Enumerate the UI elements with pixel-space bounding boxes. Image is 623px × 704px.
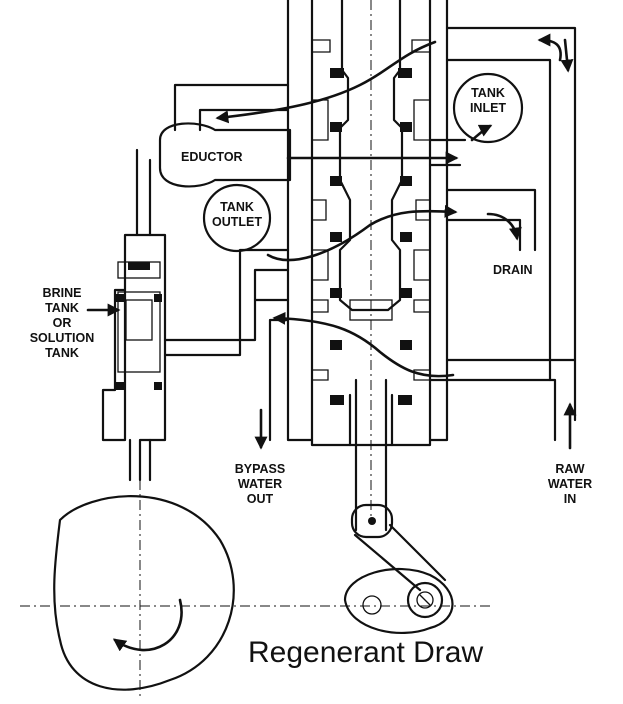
label-bypass-line3: OUT bbox=[247, 492, 274, 506]
flow-arrows bbox=[215, 33, 577, 450]
label-bypass-line2: WATER bbox=[238, 477, 282, 491]
caption: Regenerant Draw bbox=[248, 636, 483, 669]
label-drain: DRAIN bbox=[493, 263, 533, 277]
label-tank-inlet-line2: INLET bbox=[470, 101, 506, 115]
labels: EDUCTOR TANK INLET TANK OUTLET DRAIN BRI… bbox=[30, 86, 592, 669]
tank-inlet-circle bbox=[452, 72, 524, 144]
label-brine-line2: TANK bbox=[45, 301, 79, 315]
brine-valve bbox=[86, 233, 167, 482]
label-raw-line3: IN bbox=[564, 492, 577, 506]
label-brine-line1: BRINE bbox=[43, 286, 82, 300]
piping bbox=[135, 26, 577, 442]
cam-mechanism bbox=[20, 480, 490, 700]
label-raw-line2: WATER bbox=[548, 477, 592, 491]
label-eductor: EDUCTOR bbox=[181, 150, 243, 164]
valve-body bbox=[286, 0, 449, 447]
label-tank-outlet-line1: TANK bbox=[220, 200, 254, 214]
piston-stem bbox=[338, 0, 404, 532]
eductor-body bbox=[158, 122, 292, 188]
label-tank-outlet-line2: OUTLET bbox=[212, 215, 262, 229]
o-ring-seals bbox=[330, 68, 412, 405]
label-bypass-line1: BYPASS bbox=[235, 462, 285, 476]
label-brine-line4: SOLUTION bbox=[30, 331, 95, 345]
tank-outlet-circle bbox=[202, 183, 272, 253]
label-tank-inlet-line1: TANK bbox=[471, 86, 505, 100]
label-raw-line1: RAW bbox=[555, 462, 584, 476]
label-brine-line3: OR bbox=[53, 316, 72, 330]
label-brine-line5: TANK bbox=[45, 346, 79, 360]
